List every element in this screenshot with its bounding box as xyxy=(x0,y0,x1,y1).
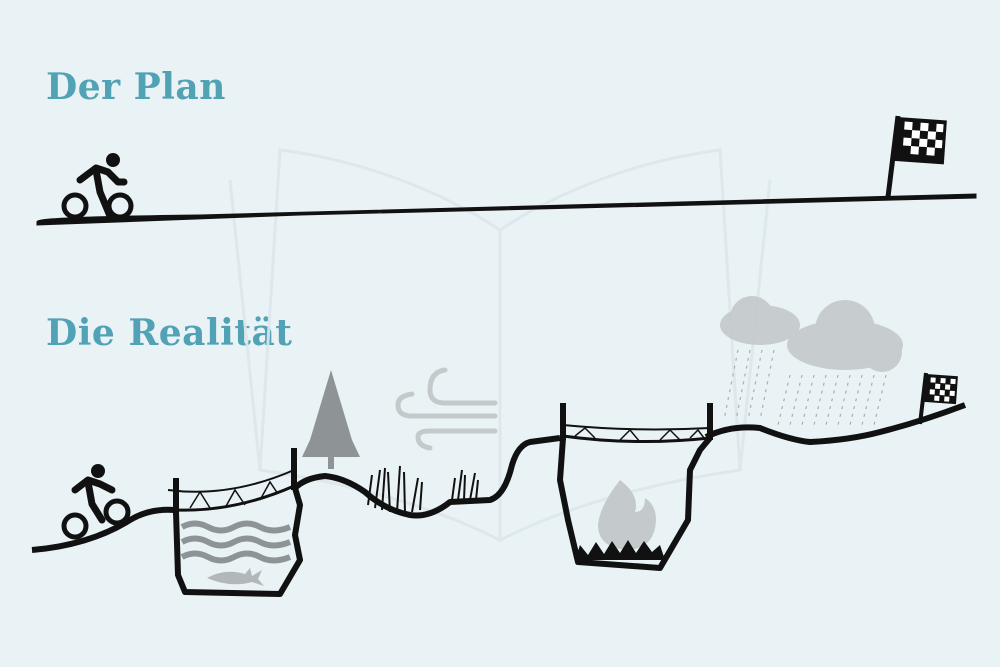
plan-title: Der Plan xyxy=(46,66,226,108)
finish-flag-icon xyxy=(885,115,947,198)
reality-road xyxy=(31,402,967,553)
grass xyxy=(367,465,479,514)
cyclist-icon xyxy=(61,464,131,540)
coals xyxy=(575,540,665,560)
shark-icon xyxy=(207,568,264,586)
finish-flag-icon xyxy=(918,372,958,425)
reality-title: Die Realität xyxy=(46,312,293,354)
rope-bridge xyxy=(167,448,297,515)
water-pit xyxy=(173,487,303,597)
plan-road xyxy=(36,193,977,226)
rope-bridge xyxy=(560,403,713,444)
wind-icon xyxy=(395,367,498,451)
pine-tree-icon xyxy=(302,370,360,469)
water-waves xyxy=(180,520,292,564)
cyclist-icon xyxy=(61,153,134,220)
fire-icon xyxy=(598,480,656,550)
rain-clouds-icon xyxy=(720,296,903,426)
fire-pit xyxy=(557,436,713,571)
